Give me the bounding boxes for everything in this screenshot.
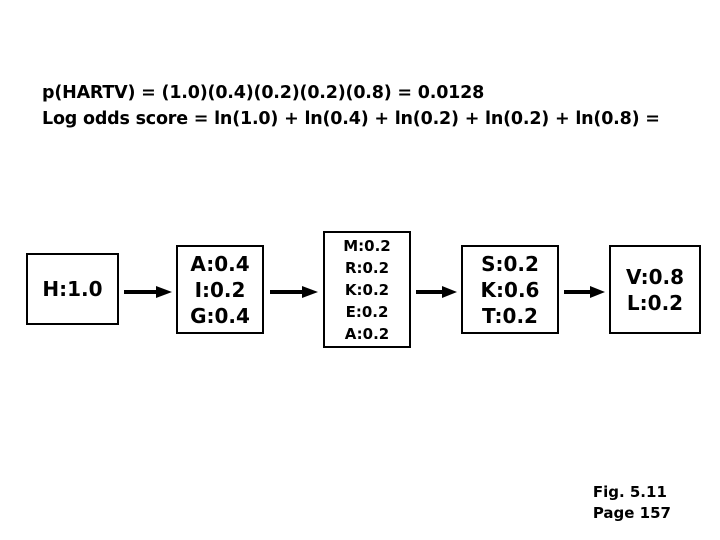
node-label: A:0.4 (190, 251, 250, 276)
chain-node-5: V:0.8 L:0.2 (609, 245, 701, 334)
chain-node-4: S:0.2 K:0.6 T:0.2 (461, 245, 559, 334)
node-label: T:0.2 (482, 303, 538, 328)
equation-line-log-odds: Log odds score = ln(1.0) + ln(0.4) + ln(… (42, 109, 660, 129)
arrow-right-icon (564, 286, 605, 298)
chain-node-1: H:1.0 (26, 253, 119, 325)
equation-line-probability: p(HARTV) = (1.0)(0.4)(0.2)(0.2)(0.8) = 0… (42, 83, 485, 103)
node-label: I:0.2 (194, 277, 246, 302)
node-label: R:0.2 (344, 258, 390, 277)
chain-node-3: M:0.2 R:0.2 K:0.2 E:0.2 A:0.2 (323, 231, 411, 348)
node-label: K:0.2 (344, 280, 390, 299)
node-label: M:0.2 (343, 236, 391, 255)
node-label: V:0.8 (625, 264, 684, 289)
page-number: Page 157 (592, 504, 671, 522)
equation-block: p(HARTV) = (1.0)(0.4)(0.2)(0.2)(0.8) = 0… (42, 80, 660, 132)
figure-number: Fig. 5.11 (592, 483, 667, 501)
arrow-right-icon (416, 286, 457, 298)
node-label: A:0.2 (344, 324, 390, 343)
node-label: S:0.2 (481, 251, 539, 276)
chain-node-2: A:0.4 I:0.2 G:0.4 (176, 245, 264, 334)
node-label: L:0.2 (626, 290, 684, 315)
node-label: K:0.6 (480, 277, 540, 302)
arrow-right-icon (124, 286, 172, 298)
figure-caption: Fig. 5.11 Page 157 (593, 482, 671, 524)
chain-diagram: H:1.0 A:0.4 I:0.2 G:0.4 M:0.2 R:0.2 K:0.… (0, 228, 720, 348)
node-label: E:0.2 (345, 302, 389, 321)
arrow-right-icon (270, 286, 318, 298)
node-label: G:0.4 (190, 303, 250, 328)
node-label: H:1.0 (42, 277, 103, 301)
